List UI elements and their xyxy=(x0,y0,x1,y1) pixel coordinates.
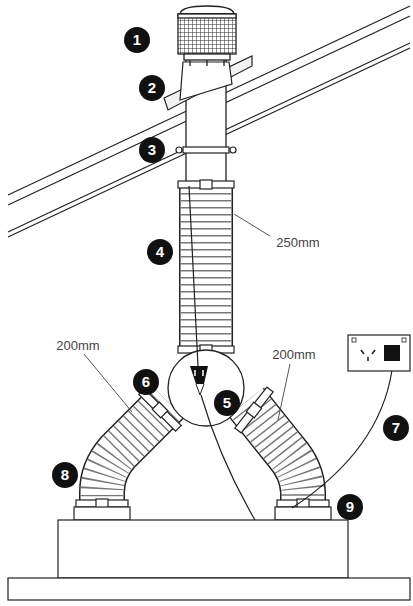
callout-number: 3 xyxy=(139,137,165,163)
power-socket xyxy=(348,335,410,371)
callout-number: 6 xyxy=(133,369,159,395)
flexible-duct-250 xyxy=(206,184,207,352)
roof-flashing xyxy=(164,56,252,110)
callout-number: 2 xyxy=(139,75,165,101)
ceiling-box xyxy=(58,520,348,578)
dimension-label: 200mm xyxy=(270,347,317,362)
flexible-duct-200-left xyxy=(102,402,168,506)
dimension-label: 200mm xyxy=(54,338,101,353)
vent-cowl xyxy=(178,6,236,66)
duct-clamps xyxy=(74,180,331,520)
pipe-clamp xyxy=(176,147,236,153)
callout-number: 1 xyxy=(124,27,150,53)
y-junction xyxy=(168,350,244,426)
callout-number: 8 xyxy=(52,462,78,488)
dimension-label: 250mm xyxy=(274,235,321,250)
plug xyxy=(190,366,208,395)
flexible-duct-200-right xyxy=(246,402,303,506)
ceiling-base xyxy=(8,578,410,600)
callout-number: 4 xyxy=(147,239,173,265)
callout-number: 5 xyxy=(214,390,240,416)
leader-lines xyxy=(84,214,290,420)
callout-number: 7 xyxy=(383,415,409,441)
callout-number: 9 xyxy=(337,494,363,520)
